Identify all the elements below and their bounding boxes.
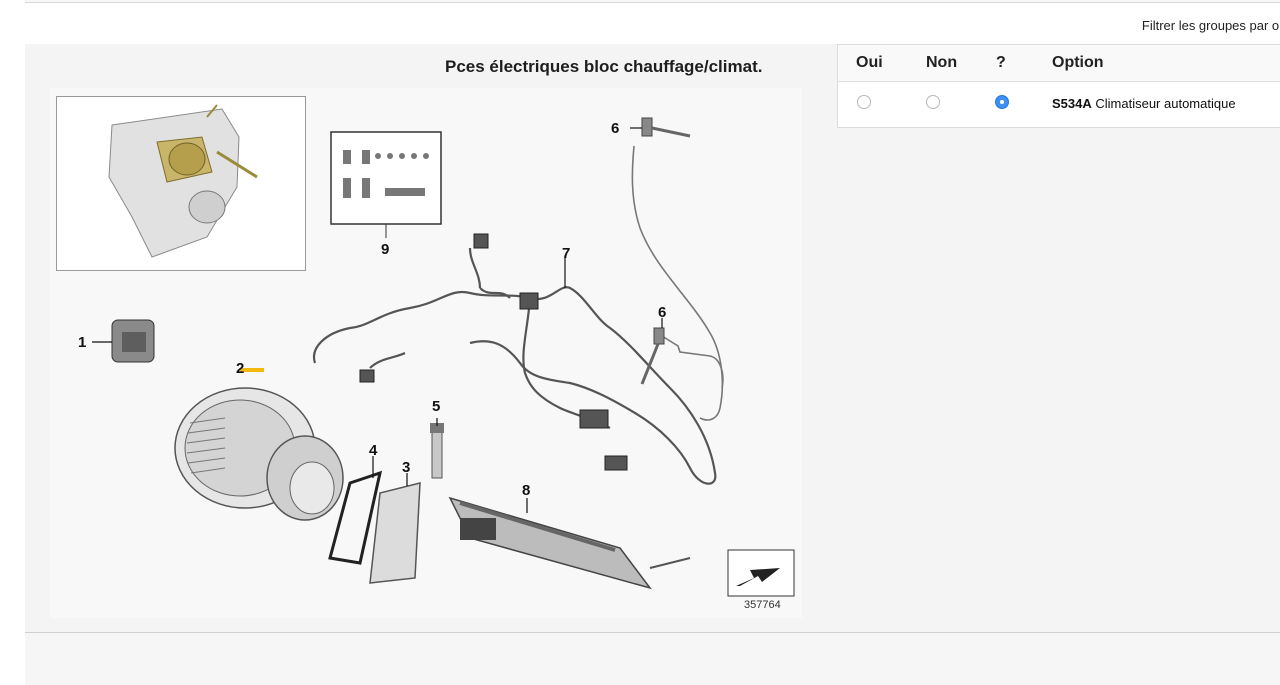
callout-2: 2 bbox=[236, 360, 244, 377]
option-label: S534A Climatiseur automatique bbox=[1052, 96, 1236, 111]
diagram-title: Pces électriques bloc chauffage/climat. bbox=[445, 57, 763, 76]
connectors[interactable] bbox=[359, 233, 628, 471]
location-thumbnail[interactable] bbox=[56, 96, 306, 271]
view-direction-box bbox=[727, 549, 795, 597]
callout-6-mid: 6 bbox=[658, 304, 666, 321]
callout-9: 9 bbox=[381, 241, 389, 258]
callout-numbers: 1 2 3 4 5 6 6 7 8 9 bbox=[78, 120, 666, 499]
callout-1: 1 bbox=[78, 334, 86, 351]
callout-6-top: 6 bbox=[611, 120, 619, 137]
callout-lines bbox=[92, 127, 663, 513]
hvac-unit-thumbnail bbox=[108, 104, 258, 258]
options-filter-table: Oui Non ? Option S534A Climatiseur autom… bbox=[837, 44, 1280, 128]
sensor-top[interactable] bbox=[641, 117, 691, 138]
screw-kit[interactable] bbox=[330, 131, 442, 238]
part-1-actuator[interactable] bbox=[111, 319, 155, 363]
header-option: Option bbox=[1052, 54, 1104, 71]
option-code: S534A bbox=[1052, 96, 1092, 111]
callout-7: 7 bbox=[562, 245, 570, 262]
filter-groups-label[interactable]: Filtrer les groupes par opt bbox=[1141, 18, 1280, 33]
left-gutter bbox=[0, 0, 25, 685]
callout-3: 3 bbox=[402, 459, 410, 476]
header-unknown: ? bbox=[996, 54, 1006, 71]
option-row: S534A Climatiseur automatique bbox=[838, 82, 1280, 126]
blower-motor[interactable] bbox=[174, 368, 344, 521]
callout-4: 4 bbox=[369, 442, 378, 459]
footer-area bbox=[25, 633, 1280, 685]
option-description: Climatiseur automatique bbox=[1095, 96, 1236, 111]
header-yes: Oui bbox=[856, 54, 883, 71]
radio-yes[interactable] bbox=[857, 95, 871, 109]
gasket[interactable] bbox=[328, 470, 383, 565]
sensor-mid[interactable] bbox=[640, 327, 665, 385]
parts-diagram-svg: 1 2 3 4 5 6 6 7 8 9 357764 bbox=[78, 117, 795, 611]
options-table-header: Oui Non ? Option bbox=[838, 45, 1280, 82]
callout-8: 8 bbox=[522, 482, 530, 499]
temperature-sensor[interactable] bbox=[430, 423, 444, 479]
blower-resistor[interactable] bbox=[369, 482, 421, 584]
sensor-cable[interactable] bbox=[631, 145, 724, 421]
image-number: 357764 bbox=[744, 599, 781, 611]
callout-5: 5 bbox=[432, 398, 440, 415]
radio-no[interactable] bbox=[926, 95, 940, 109]
electric-heater[interactable] bbox=[448, 496, 691, 590]
header-no: Non bbox=[926, 54, 958, 71]
filter-bar: Filtrer les groupes par opt bbox=[25, 2, 1280, 45]
radio-unknown[interactable] bbox=[995, 95, 1009, 109]
